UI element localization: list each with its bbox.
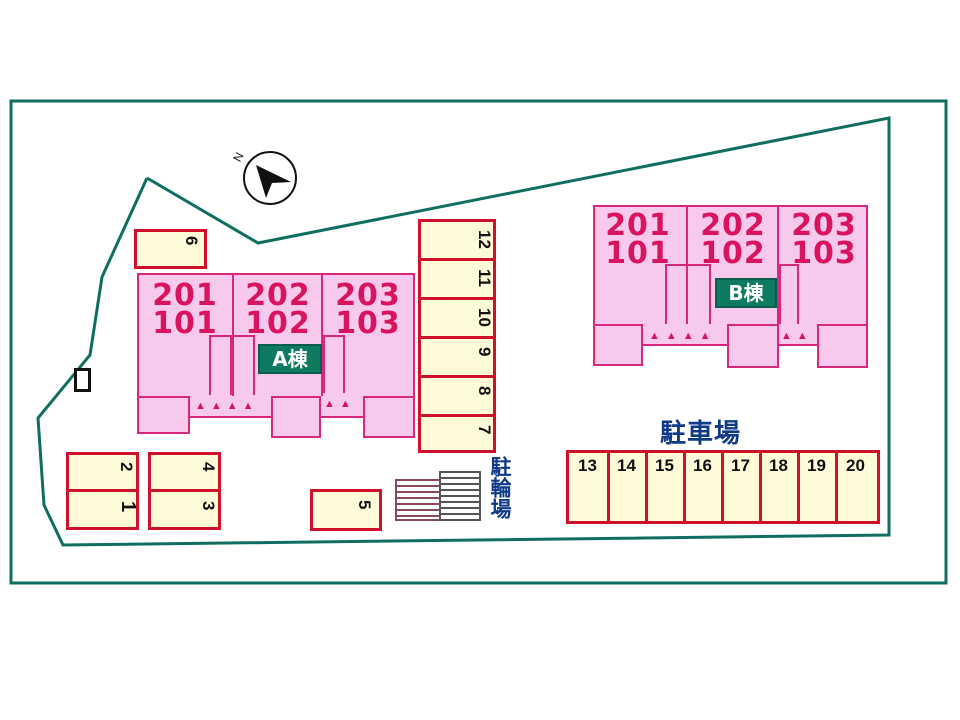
- parking-divider: [835, 453, 838, 521]
- parking-divider: [721, 453, 724, 521]
- building-b-label: B棟: [715, 278, 777, 308]
- parking-space-17: 17: [731, 456, 750, 475]
- parking-divider: [421, 336, 493, 339]
- parking-divider: [151, 489, 218, 492]
- map-frame: [9, 99, 948, 585]
- parking-lot-label: 駐車場: [660, 419, 742, 449]
- building-a-wing: [363, 396, 415, 438]
- parking-divider: [421, 375, 493, 378]
- stair-divider: [686, 264, 688, 324]
- parking-space-15: 15: [655, 456, 674, 475]
- building-a-wing: [271, 396, 321, 438]
- parking-space-11: 11: [475, 269, 494, 287]
- parking-space-13: 13: [578, 456, 597, 475]
- building-a-wing: [137, 396, 190, 434]
- parking-divider: [645, 453, 648, 521]
- parking-number: 6: [182, 236, 201, 246]
- parking-divider: [759, 453, 762, 521]
- parking-space-4: 4: [199, 462, 218, 472]
- entrance-markers: ▲▲: [324, 398, 356, 410]
- parking-space-5: 5: [310, 489, 382, 531]
- stair-well: [323, 335, 345, 393]
- stair-well: [779, 264, 799, 324]
- parking-divider: [683, 453, 686, 521]
- parking-space-20: 20: [846, 456, 865, 475]
- building-b: [593, 205, 868, 345]
- stair-well: [665, 264, 711, 324]
- parking-space-19: 19: [807, 456, 826, 475]
- bicycle-rack-icon: [395, 471, 481, 521]
- entrance-markers: ▲▲▲▲: [649, 330, 717, 342]
- parking-divider: [421, 297, 493, 300]
- stair-divider: [230, 335, 232, 395]
- parking-space-14: 14: [617, 456, 636, 475]
- building-b-wing: [593, 324, 643, 366]
- parking-divider: [69, 489, 136, 492]
- building-b-wing: [817, 324, 868, 368]
- north-arrow-icon: [243, 151, 297, 205]
- parking-space-18: 18: [769, 456, 788, 475]
- parking-divider: [421, 258, 493, 261]
- lot-boundary: [36, 116, 891, 547]
- parking-space-6: 6: [134, 229, 207, 269]
- parking-space-16: 16: [693, 456, 712, 475]
- parking-space-3: 3: [199, 501, 218, 511]
- parking-space-9: 9: [475, 347, 494, 357]
- parking-space-1: 1: [117, 501, 139, 513]
- bicycle-parking-label: 駐輪場: [488, 456, 512, 519]
- entrance-markers: ▲▲▲▲: [195, 400, 259, 412]
- building-a-label: A棟: [258, 344, 322, 374]
- parking-space-10: 10: [475, 308, 494, 327]
- entrance-markers: ▲▲: [781, 330, 813, 342]
- parking-space-8: 8: [475, 386, 494, 396]
- parking-divider: [797, 453, 800, 521]
- parking-divider: [607, 453, 610, 521]
- stair-well: [209, 335, 255, 395]
- parking-space-12: 12: [475, 230, 494, 249]
- parking-space-2: 2: [117, 462, 136, 472]
- unit-divider: [321, 274, 323, 396]
- meter-box: [74, 368, 91, 392]
- parking-divider: [421, 414, 493, 417]
- unit-divider: [777, 206, 779, 324]
- building-b-wing: [727, 324, 779, 368]
- parking-space-7: 7: [475, 425, 494, 435]
